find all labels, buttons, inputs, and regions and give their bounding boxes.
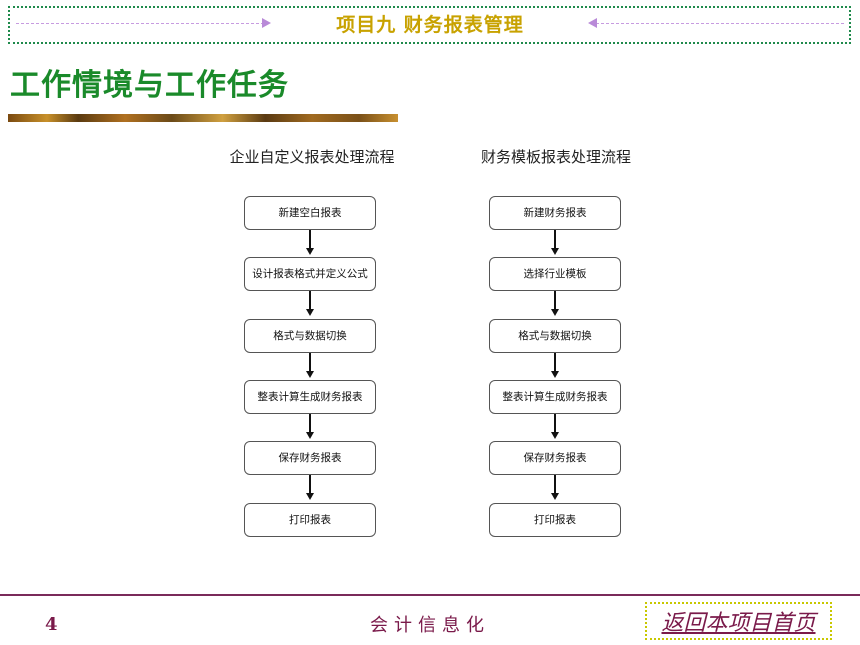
flow-arrow	[554, 353, 556, 371]
header-frame	[8, 6, 851, 44]
arrow-down-icon	[306, 493, 314, 500]
arrow-down-icon	[306, 309, 314, 316]
arrow-down-icon	[306, 248, 314, 255]
flow-step: 格式与数据切换	[489, 319, 621, 353]
flow-arrow	[554, 230, 556, 248]
back-to-project-home-link[interactable]: 返回本项目首页	[645, 602, 832, 640]
flow-step: 打印报表	[244, 503, 376, 537]
page-number: 4	[45, 614, 58, 635]
flow-arrow	[309, 475, 311, 493]
decorative-bar	[8, 114, 398, 122]
arrow-down-icon	[551, 248, 559, 255]
header-title: 项目九 财务报表管理	[336, 14, 524, 36]
flow-step: 新建财务报表	[489, 196, 621, 230]
flow-arrow	[309, 291, 311, 309]
flow-step: 新建空白报表	[244, 196, 376, 230]
arrow-down-icon	[551, 493, 559, 500]
flow-title-custom: 企业自定义报表处理流程	[229, 148, 395, 166]
footer-divider	[0, 594, 860, 596]
arrow-down-icon	[306, 371, 314, 378]
flow-step: 选择行业模板	[489, 257, 621, 291]
arrow-down-icon	[551, 432, 559, 439]
flow-step: 设计报表格式并定义公式	[244, 257, 376, 291]
header-arrow-right-line	[596, 23, 844, 24]
flow-step: 整表计算生成财务报表	[489, 380, 621, 414]
flow-arrow	[554, 291, 556, 309]
flow-arrow	[554, 414, 556, 432]
flow-step: 整表计算生成财务报表	[244, 380, 376, 414]
flow-step: 保存财务报表	[489, 441, 621, 475]
arrow-right-icon	[262, 18, 271, 28]
flow-arrow	[309, 353, 311, 371]
flow-step: 打印报表	[489, 503, 621, 537]
header-arrow-left-line	[16, 23, 264, 24]
arrow-left-icon	[588, 18, 597, 28]
arrow-down-icon	[551, 309, 559, 316]
flow-step: 格式与数据切换	[244, 319, 376, 353]
arrow-down-icon	[306, 432, 314, 439]
flow-step: 保存财务报表	[244, 441, 376, 475]
flow-title-template: 财务模板报表处理流程	[480, 148, 631, 166]
page-title: 工作情境与工作任务	[10, 68, 289, 103]
course-name: 会计信息化	[370, 615, 490, 636]
flow-arrow	[309, 414, 311, 432]
flow-arrow	[309, 230, 311, 248]
arrow-down-icon	[551, 371, 559, 378]
flow-arrow	[554, 475, 556, 493]
